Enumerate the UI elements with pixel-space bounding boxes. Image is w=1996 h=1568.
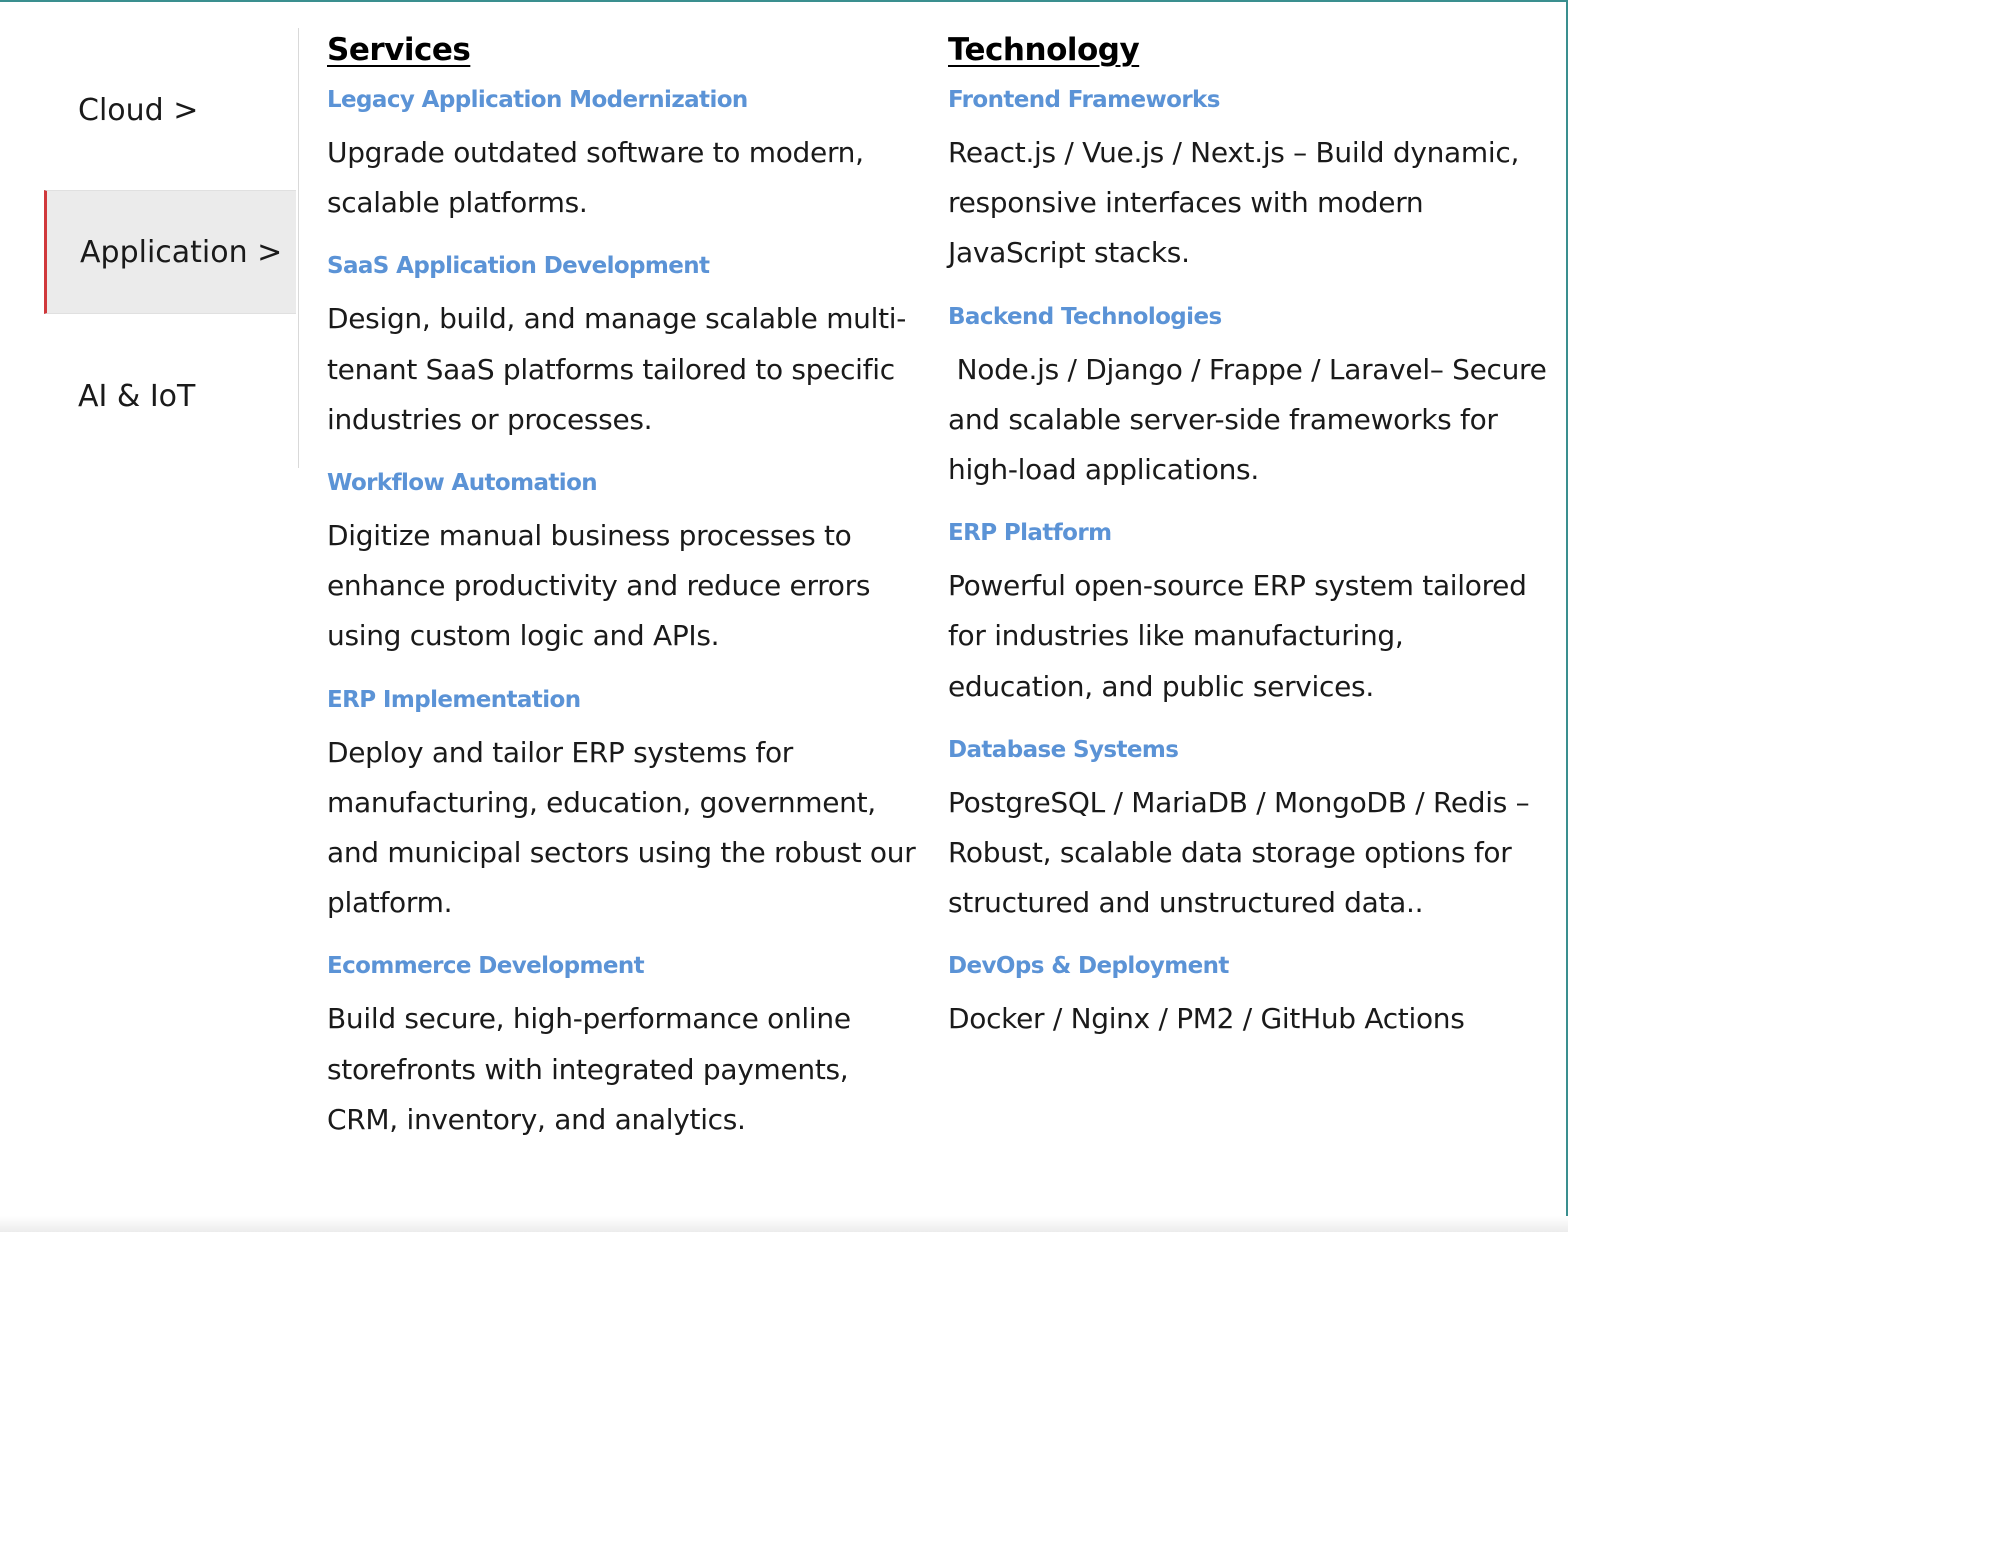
sidebar-item-cloud[interactable]: Cloud > (44, 48, 296, 172)
services-column: Services Legacy Application Modernizatio… (327, 30, 917, 1167)
tech-title-backend[interactable]: Backend Technologies (948, 303, 1222, 330)
technology-column: Technology Frontend Frameworks React.js … (948, 30, 1548, 1067)
service-desc: Upgrade outdated software to modern, sca… (327, 136, 864, 220)
list-item: ERP Platform Powerful open-source ERP sy… (948, 517, 1548, 712)
sidebar-item-label: Application > (80, 234, 283, 270)
sidebar-item-ai-iot[interactable]: AI & IoT (44, 334, 296, 458)
list-item: SaaS Application Development Design, bui… (327, 250, 917, 445)
technology-heading: Technology (948, 32, 1140, 68)
sidebar-divider (298, 28, 299, 468)
tech-desc: PostgreSQL / MariaDB / MongoDB / Redis –… (948, 785, 1530, 920)
service-desc: Deploy and tailor ERP systems for manufa… (327, 735, 916, 920)
category-sidebar: Cloud > Application > AI & IoT (44, 28, 298, 468)
service-title-workflow-automation[interactable]: Workflow Automation (327, 470, 598, 497)
tech-desc: Node.js / Django / Frappe / Laravel– Sec… (948, 352, 1556, 487)
list-item: Ecommerce Development Build secure, high… (327, 950, 917, 1145)
service-title-erp-implementation[interactable]: ERP Implementation (327, 686, 581, 713)
services-heading: Services (327, 32, 471, 68)
list-item: Backend Technologies Node.js / Django / … (948, 301, 1548, 496)
tech-desc: Docker / Nginx / PM2 / GitHub Actions (948, 1002, 1465, 1036)
list-item: Legacy Application Modernization Upgrade… (327, 84, 917, 228)
service-desc: Design, build, and manage scalable multi… (327, 302, 907, 436)
tech-desc: React.js / Vue.js / Next.js – Build dyna… (948, 136, 1520, 270)
bottom-edge (0, 1216, 1568, 1232)
tech-title-frontend[interactable]: Frontend Frameworks (948, 87, 1220, 113)
sidebar-item-application[interactable]: Application > (44, 190, 296, 314)
list-item: Workflow Automation Digitize manual busi… (327, 467, 917, 662)
service-desc: Digitize manual business processes to en… (327, 519, 871, 653)
list-item: ERP Implementation Deploy and tailor ERP… (327, 684, 917, 929)
service-title-saas-development[interactable]: SaaS Application Development (327, 253, 710, 280)
top-border (0, 0, 1568, 2)
list-item: Database Systems PostgreSQL / MariaDB / … (948, 734, 1548, 929)
service-desc: Build secure, high-performance online st… (327, 1002, 851, 1136)
sidebar-item-label: Cloud > (78, 92, 199, 128)
service-title-legacy-modernization[interactable]: Legacy Application Modernization (327, 87, 748, 113)
right-border (1566, 0, 1568, 1232)
tech-title-database[interactable]: Database Systems (948, 736, 1179, 763)
sidebar-item-label: AI & IoT (78, 378, 196, 414)
tech-title-devops[interactable]: DevOps & Deployment (948, 953, 1229, 980)
tech-desc: Powerful open-source ERP system tailored… (948, 569, 1527, 703)
list-item: DevOps & Deployment Docker / Nginx / PM2… (948, 950, 1548, 1044)
list-item: Frontend Frameworks React.js / Vue.js / … (948, 84, 1548, 279)
tech-title-erp-platform[interactable]: ERP Platform (948, 520, 1112, 547)
service-title-ecommerce-development[interactable]: Ecommerce Development (327, 953, 645, 980)
